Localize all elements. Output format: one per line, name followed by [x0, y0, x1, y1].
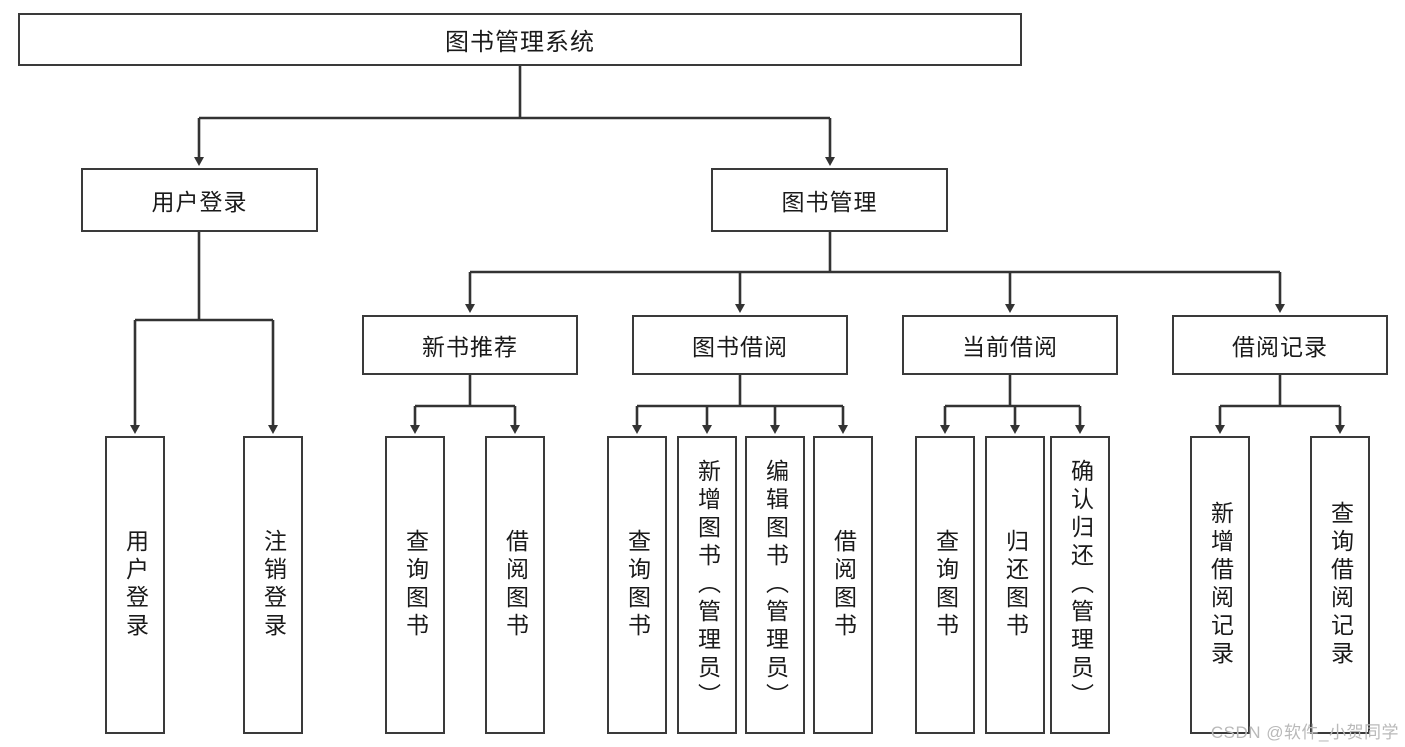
- node-leaf-borrow-book-2-label: 借阅图书: [830, 529, 857, 641]
- node-leaf-confirm-return[interactable]: 确认归还（管理员）: [1050, 436, 1110, 734]
- node-leaf-return-book[interactable]: 归还图书: [985, 436, 1045, 734]
- node-leaf-user-login-label: 用户登录: [122, 529, 149, 641]
- node-current-borrow-label: 当前借阅: [962, 334, 1058, 360]
- node-new-book-recommend[interactable]: 新书推荐: [362, 315, 578, 375]
- node-root-label: 图书管理系统: [445, 29, 595, 56]
- node-leaf-query-book-3-label: 查询图书: [932, 529, 959, 641]
- node-leaf-query-book-2[interactable]: 查询图书: [607, 436, 667, 734]
- node-leaf-borrow-book-1-label: 借阅图书: [502, 529, 529, 641]
- node-leaf-add-book-label: 新增图书（管理员）: [694, 459, 721, 711]
- node-leaf-query-record[interactable]: 查询借阅记录: [1310, 436, 1370, 734]
- node-leaf-edit-book-label: 编辑图书（管理员）: [762, 459, 789, 711]
- node-leaf-query-book-1-label: 查询图书: [402, 529, 429, 641]
- node-book-borrow[interactable]: 图书借阅: [632, 315, 848, 375]
- node-leaf-edit-book[interactable]: 编辑图书（管理员）: [745, 436, 805, 734]
- node-borrow-record-label: 借阅记录: [1232, 334, 1328, 360]
- node-root[interactable]: 图书管理系统: [18, 13, 1022, 66]
- node-leaf-return-book-label: 归还图书: [1002, 529, 1029, 641]
- node-leaf-query-book-2-label: 查询图书: [624, 529, 651, 641]
- node-current-borrow[interactable]: 当前借阅: [902, 315, 1118, 375]
- node-leaf-user-logout-label: 注销登录: [260, 529, 287, 641]
- node-leaf-user-logout[interactable]: 注销登录: [243, 436, 303, 734]
- node-leaf-confirm-return-label: 确认归还（管理员）: [1067, 459, 1094, 711]
- node-user-login[interactable]: 用户登录: [81, 168, 318, 232]
- node-user-login-label: 用户登录: [151, 189, 248, 215]
- csdn-watermark: CSDN @软件_小贺同学: [1210, 723, 1399, 742]
- node-borrow-record[interactable]: 借阅记录: [1172, 315, 1388, 375]
- node-leaf-query-book-1[interactable]: 查询图书: [385, 436, 445, 734]
- node-leaf-add-book[interactable]: 新增图书（管理员）: [677, 436, 737, 734]
- node-leaf-borrow-book-2[interactable]: 借阅图书: [813, 436, 873, 734]
- node-book-manage-label: 图书管理: [781, 189, 878, 215]
- node-book-borrow-label: 图书借阅: [692, 334, 788, 360]
- node-leaf-add-record-label: 新增借阅记录: [1207, 501, 1234, 669]
- node-leaf-query-book-3[interactable]: 查询图书: [915, 436, 975, 734]
- node-leaf-borrow-book-1[interactable]: 借阅图书: [485, 436, 545, 734]
- node-leaf-query-record-label: 查询借阅记录: [1327, 501, 1354, 669]
- node-new-book-recommend-label: 新书推荐: [422, 334, 518, 360]
- node-leaf-user-login[interactable]: 用户登录: [105, 436, 165, 734]
- node-leaf-add-record[interactable]: 新增借阅记录: [1190, 436, 1250, 734]
- node-book-manage[interactable]: 图书管理: [711, 168, 948, 232]
